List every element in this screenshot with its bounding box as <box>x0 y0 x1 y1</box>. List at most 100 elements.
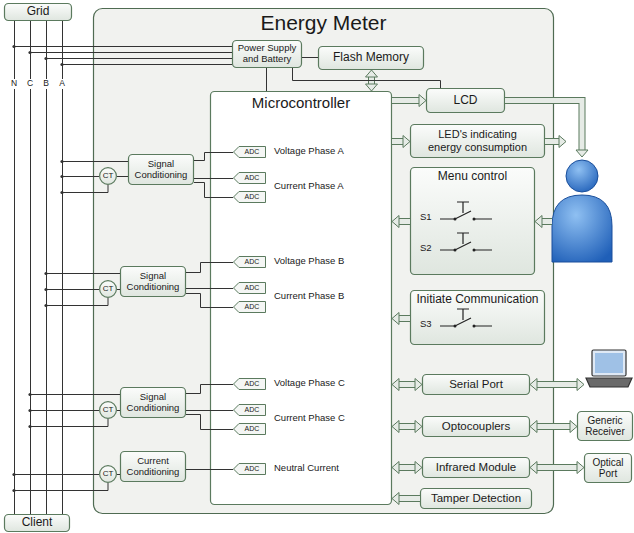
wire <box>186 263 233 273</box>
adc-block: ADC <box>233 282 266 294</box>
arrow-head <box>415 462 422 474</box>
block-arrow <box>392 493 420 505</box>
user-figure <box>566 160 598 192</box>
adc-outline <box>233 301 266 313</box>
process-box: LCD <box>426 88 505 113</box>
arrow-head <box>577 379 584 391</box>
arrow-shaft <box>399 218 410 225</box>
wire <box>186 469 233 470</box>
arrow-head <box>419 95 426 107</box>
wire <box>186 288 233 289</box>
wire <box>117 474 120 475</box>
box-label: Optical Port <box>587 457 629 480</box>
arrow-shaft <box>399 316 410 321</box>
wire <box>194 178 233 179</box>
arrow-head <box>530 421 537 433</box>
arrow-shaft <box>537 381 577 388</box>
wire <box>266 68 267 91</box>
process-box-outline <box>578 412 633 441</box>
adc-block: ADC <box>233 404 266 416</box>
arrow-head <box>392 379 399 391</box>
arrow-shaft <box>542 218 552 225</box>
arrow-head <box>415 379 422 391</box>
arrow-shaft <box>392 97 419 104</box>
arrow-shaft <box>505 101 582 151</box>
arrow-head <box>576 150 588 157</box>
wire <box>62 21 63 514</box>
block-arrow <box>530 421 577 433</box>
grid-wire <box>14 475 108 491</box>
adc-outline <box>233 423 266 435</box>
arrow-shaft <box>399 424 415 429</box>
wire <box>117 410 120 411</box>
process-box: Signal Conditioning <box>128 154 194 185</box>
wire <box>186 385 233 394</box>
box-heading: Menu control <box>438 170 507 184</box>
box-label: Client <box>22 516 53 530</box>
ct-circle: CT <box>99 465 117 483</box>
terminal-box: Grid <box>4 3 72 21</box>
box-label: Signal Conditioning <box>123 392 183 414</box>
laptop-icon <box>592 350 626 376</box>
switch-terminal <box>454 218 457 221</box>
signal-label: Current Phase A <box>274 181 344 192</box>
box-label: Signal Conditioning <box>123 271 183 293</box>
wire <box>302 57 318 58</box>
adc-outline <box>234 192 266 203</box>
arrow-shaft <box>392 139 403 144</box>
wire-label: A <box>58 79 66 89</box>
ct-circle: CT <box>99 280 117 298</box>
wire <box>117 410 120 411</box>
ct-outline <box>100 168 117 185</box>
process-box: Signal Conditioning <box>120 266 186 297</box>
arrow-shaft <box>399 219 410 224</box>
process-box-outline <box>319 47 424 70</box>
adc-outline <box>234 379 266 390</box>
adc-outline <box>233 404 266 416</box>
terminal-box: Client <box>4 514 70 532</box>
adc-outline <box>233 282 266 294</box>
process-box-outline <box>585 454 632 483</box>
arrow-shaft <box>399 496 420 501</box>
box-label: ADC <box>245 406 260 414</box>
wire <box>186 385 233 394</box>
meter-housing: Energy MeterPower Supply and BatteryFlas… <box>93 8 554 514</box>
adc-outline <box>233 146 266 158</box>
box-label: ADC <box>245 284 260 292</box>
signal-label: Voltage Phase B <box>274 256 344 267</box>
box-label: Generic Receiver <box>580 415 630 438</box>
wire-label: N <box>10 79 18 89</box>
terminal-box-outline <box>5 4 72 21</box>
grid-wire <box>46 274 120 306</box>
adc-block: ADC <box>233 172 266 184</box>
box-label: Grid <box>27 5 50 19</box>
arrow-shaft <box>537 424 570 429</box>
switch-terminal <box>454 218 476 328</box>
switch-terminal <box>473 249 476 252</box>
adc-outline <box>233 172 266 184</box>
block-arrow <box>392 462 422 474</box>
box-label: ADC <box>245 148 260 156</box>
arrow-shaft <box>399 382 415 387</box>
process-box: Serial Port <box>422 374 530 395</box>
box-label: ADC <box>245 303 260 311</box>
box-label: Current Conditioning <box>123 456 183 478</box>
process-box: Tamper Detection <box>420 488 532 509</box>
block-arrow <box>392 313 410 325</box>
process-box: Initiate Communication <box>410 290 545 345</box>
box-label: Serial Port <box>449 378 503 391</box>
wire <box>194 153 233 161</box>
box-label: ADC <box>245 174 260 182</box>
arrow-head <box>577 462 584 474</box>
arrow-shaft <box>392 98 419 103</box>
box-label: ADC <box>245 258 260 266</box>
process-box-outline <box>423 375 530 395</box>
adc-outline <box>234 464 266 475</box>
arrow-shaft <box>542 219 552 224</box>
ct-circle: CT <box>99 167 117 185</box>
controller-box-outline <box>211 92 392 505</box>
process-box: Current Conditioning <box>120 451 186 482</box>
ct-outline <box>99 401 117 419</box>
